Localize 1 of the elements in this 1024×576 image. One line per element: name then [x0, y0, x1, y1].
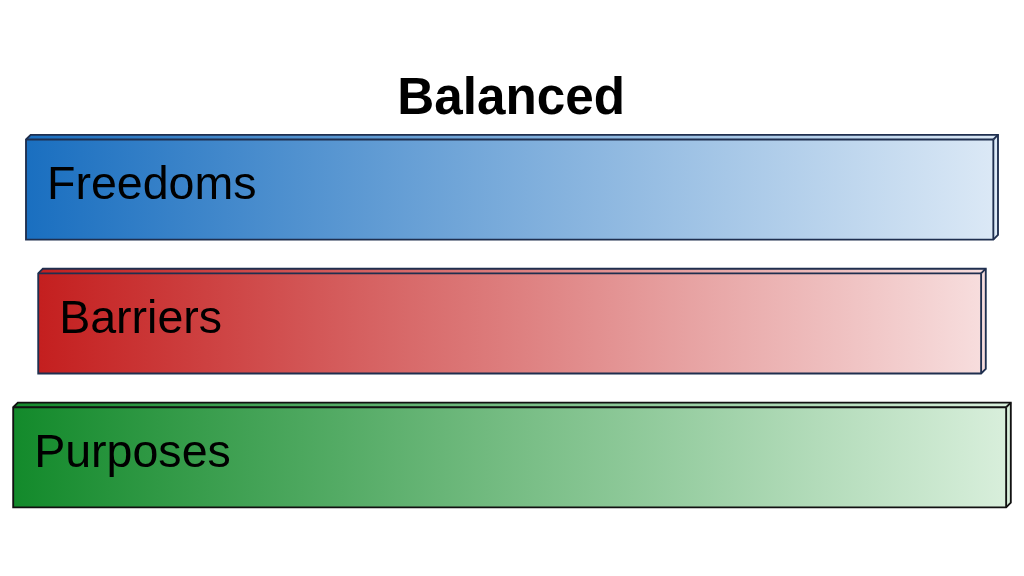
- diagram-title: Balanced: [397, 67, 626, 125]
